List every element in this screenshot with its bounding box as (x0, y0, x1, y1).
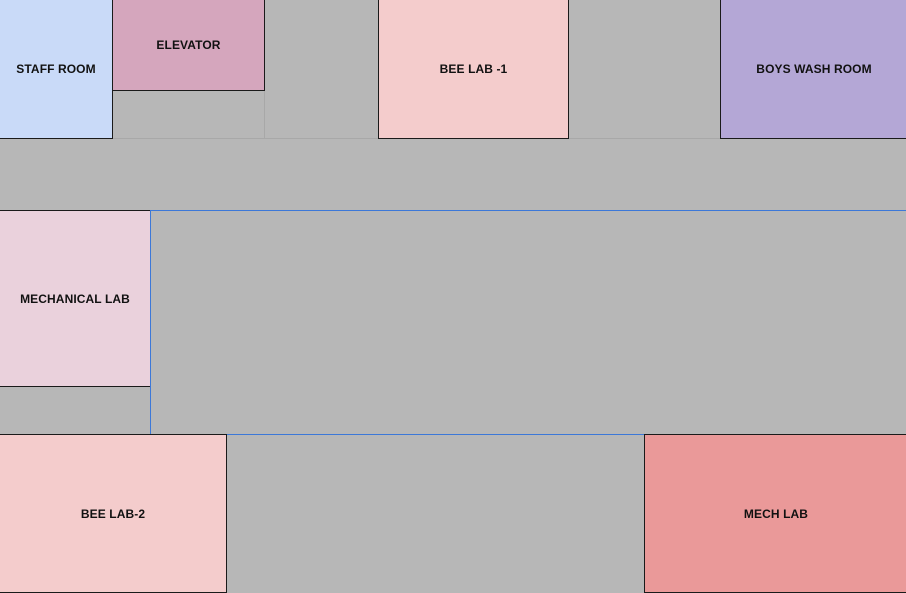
room-mechanical-lab[interactable]: MECHANICAL LAB (0, 210, 151, 387)
room-label: BEE LAB -1 (439, 62, 508, 76)
room-label: MECHANICAL LAB (20, 291, 130, 306)
corridor-divider (568, 138, 721, 139)
room-label: ELEVATOR (156, 38, 221, 52)
room-label: STAFF ROOM (16, 62, 96, 76)
room-label: BEE LAB-2 (80, 506, 146, 521)
room-elevator[interactable]: ELEVATOR (112, 0, 265, 91)
room-bee-lab-1[interactable]: BEE LAB -1 (378, 0, 569, 139)
room-mech-lab[interactable]: MECH LAB (644, 434, 906, 593)
room-label: MECH LAB (743, 506, 809, 521)
open-hall-area (150, 210, 906, 435)
room-bee-lab-2[interactable]: BEE LAB-2 (0, 434, 227, 593)
room-staff-room[interactable]: STAFF ROOM (0, 0, 113, 139)
room-label: BOYS WASH ROOM (756, 62, 872, 76)
corridor-divider (113, 138, 379, 139)
room-boys-wash-room[interactable]: BOYS WASH ROOM (720, 0, 906, 139)
